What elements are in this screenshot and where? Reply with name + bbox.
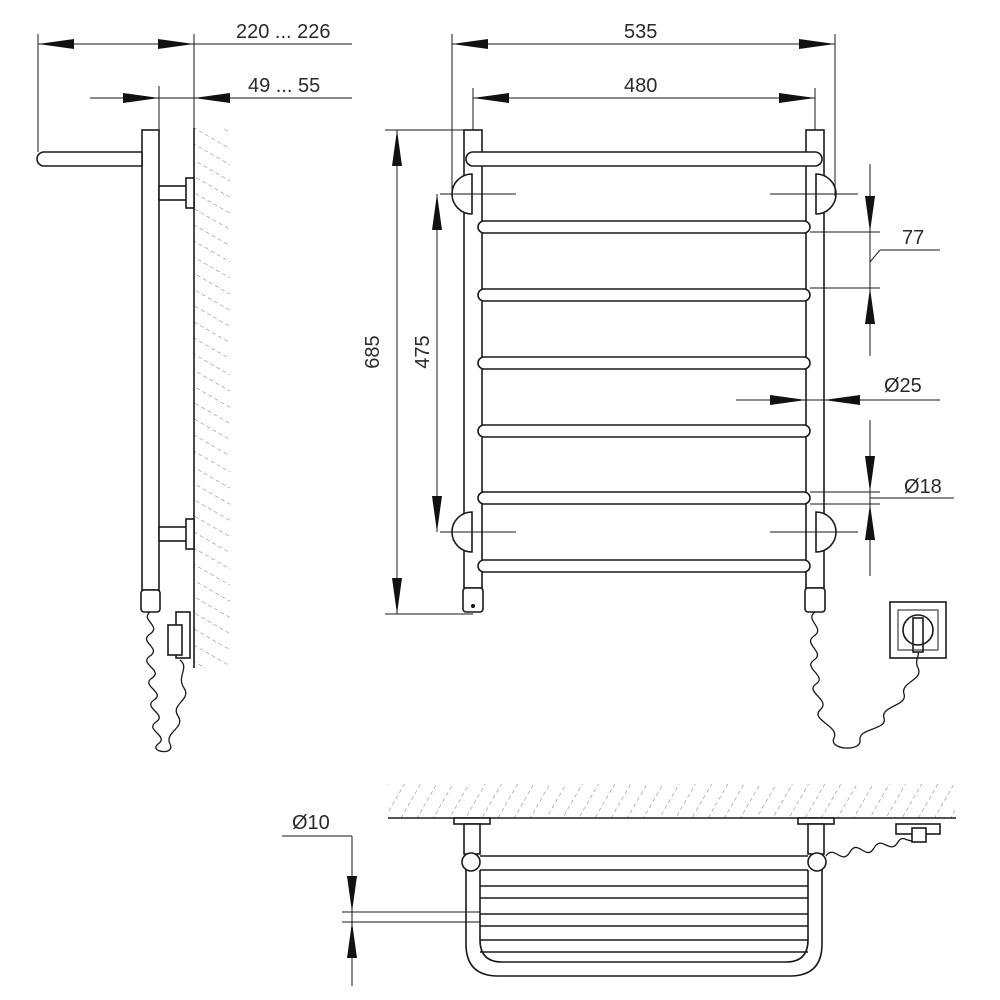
dim-mount-spacing: 475: [412, 335, 434, 368]
dim-width-axis: 480: [624, 75, 657, 97]
front-switch-dot: [471, 604, 475, 608]
arrow: [865, 288, 875, 324]
front-leader-77: [869, 249, 881, 263]
wall-socket-inner: [897, 609, 939, 651]
arrow: [865, 504, 875, 540]
top-plug-head: [911, 827, 927, 843]
arrow: [473, 93, 509, 103]
top-u-rod: [465, 862, 823, 977]
top-view: Ø10: [282, 784, 956, 986]
arrow: [432, 194, 442, 230]
front-rung: [477, 356, 811, 370]
side-upper-mount-plate: [185, 177, 195, 209]
side-upper-mount: [158, 185, 190, 201]
side-heater-cap: [140, 589, 161, 613]
front-top-rod: [465, 151, 823, 167]
top-mount: [453, 817, 491, 825]
top-wall-hatch: [388, 784, 956, 818]
socket-plug: [902, 614, 934, 646]
arrow: [123, 93, 159, 103]
top-mount: [797, 817, 835, 825]
side-view: 220 ... 226 49 ... 55: [36, 21, 352, 753]
arrow: [38, 39, 74, 49]
side-lower-mount-plate: [185, 518, 195, 550]
arrow: [452, 39, 488, 49]
front-left-cap: [462, 587, 484, 613]
dim-rung-pitch: 77: [902, 227, 924, 249]
front-right-cap: [804, 587, 826, 613]
side-lower-mount: [158, 526, 190, 542]
side-rail: [141, 129, 160, 591]
top-rail-section: [807, 852, 827, 872]
arrow: [347, 922, 357, 958]
arrow: [347, 876, 357, 912]
dim-rung-diameter: Ø18: [904, 476, 942, 498]
dim-rail-diameter: Ø25: [884, 375, 922, 397]
dim-top-rod-diameter: Ø10: [292, 812, 330, 834]
top-rail-section: [461, 852, 481, 872]
front-rung: [477, 288, 811, 302]
arrow: [770, 395, 806, 405]
arrow: [824, 395, 860, 405]
side-top-rod: [36, 151, 143, 167]
front-view: 535 480 685 475 77 Ø25: [362, 21, 954, 749]
dim-wall-gap: 49 ... 55: [248, 75, 320, 97]
arrow: [799, 39, 835, 49]
arrow: [865, 456, 875, 492]
front-rung: [477, 220, 811, 234]
arrow: [194, 93, 230, 103]
top-mount-stem: [463, 823, 481, 855]
dim-height-total: 685: [362, 335, 384, 368]
top-coiled-cord: [825, 835, 917, 858]
arrow: [392, 130, 402, 166]
dim-depth-total: 220 ... 226: [236, 21, 331, 43]
side-coiled-cord: [145, 611, 187, 753]
front-coiled-cord: [809, 611, 920, 749]
arrow: [779, 93, 815, 103]
side-plug-body: [167, 624, 183, 656]
front-rung: [477, 424, 811, 438]
arrow: [158, 39, 194, 49]
top-u-rod: [479, 870, 809, 963]
arrow: [432, 496, 442, 532]
side-wall-hatch: [194, 128, 230, 668]
socket-plug-grip: [912, 617, 924, 653]
top-mount-stem: [807, 823, 825, 855]
arrow: [865, 196, 875, 232]
dim-width-total: 535: [624, 21, 657, 43]
front-rung: [477, 559, 811, 573]
arrow: [392, 578, 402, 614]
front-rung: [477, 491, 811, 505]
